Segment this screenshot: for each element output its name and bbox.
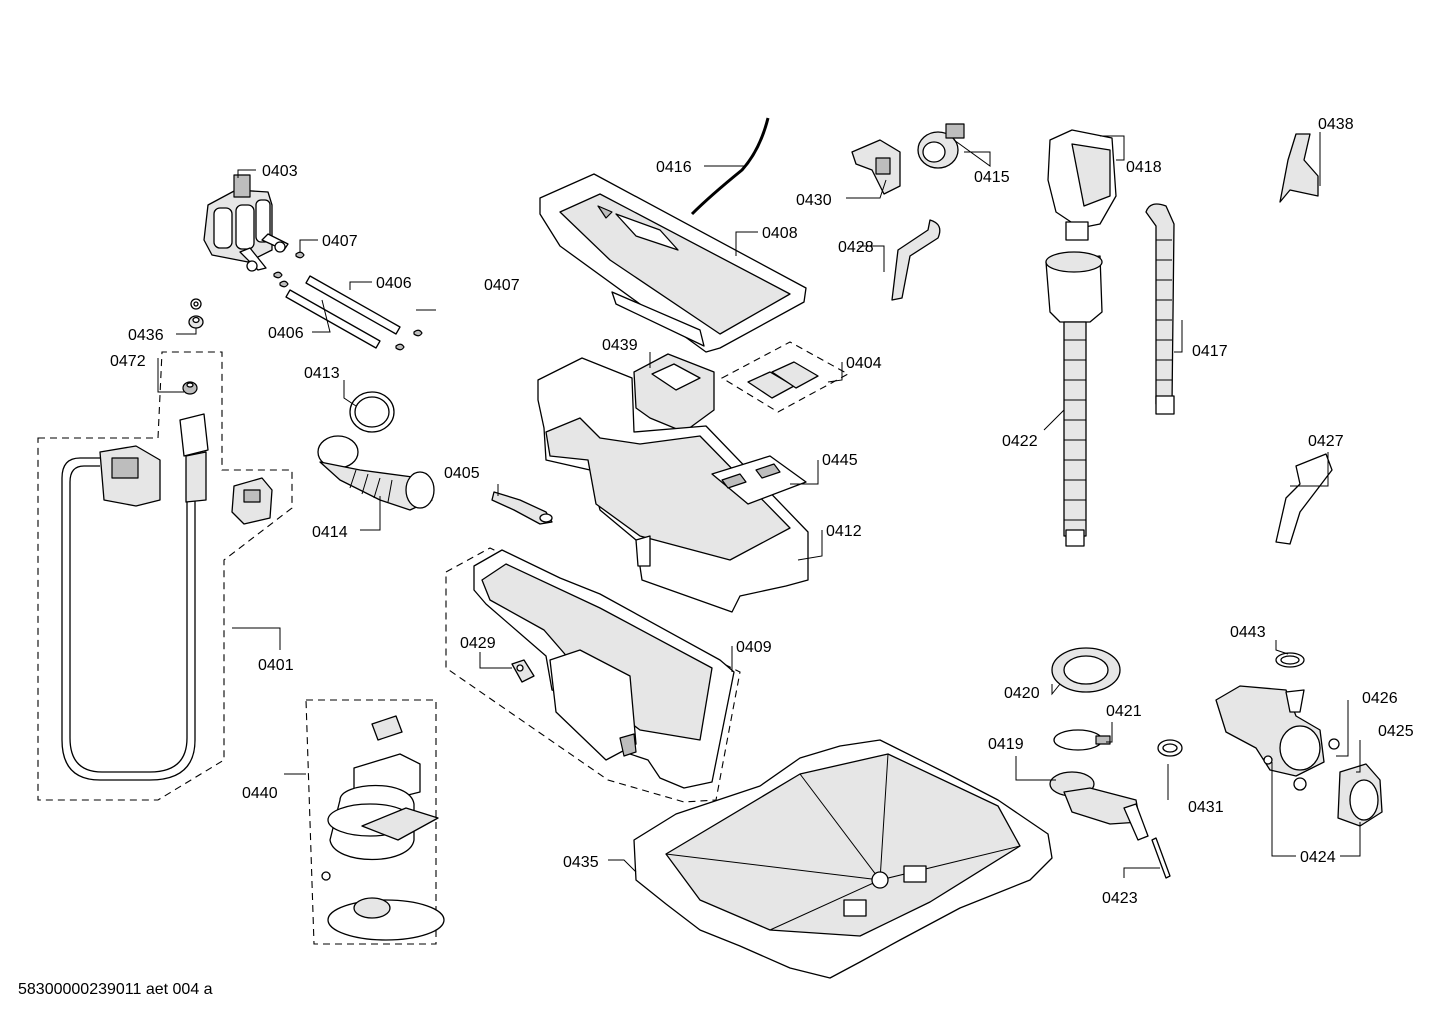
label-0424: 0424	[1300, 849, 1336, 866]
part-sleeve-0419	[1049, 771, 1149, 841]
leader-lines	[157, 132, 1361, 878]
label-0427: 0427	[1308, 433, 1344, 450]
part-level-sensor-0440	[321, 715, 445, 941]
part-filters-0404	[747, 361, 819, 399]
part-sensor-0429	[511, 659, 535, 683]
assembly-outline-0401	[37, 351, 293, 801]
label-0409: 0409	[736, 639, 772, 656]
label-0445: 0445	[822, 452, 858, 469]
part-clamp-0431	[1157, 739, 1183, 757]
part-clips-0407	[273, 251, 423, 351]
part-latch-0405	[491, 491, 553, 525]
label-0420: 0420	[1004, 685, 1040, 702]
label-0418: 0418	[1126, 159, 1162, 176]
label-0406-b: 0406	[268, 325, 304, 342]
part-screw-0423	[1151, 837, 1171, 879]
label-0422: 0422	[1002, 433, 1038, 450]
document-footer-code: 58300000239011 aet 004 a	[18, 981, 213, 998]
label-0417: 0417	[1192, 343, 1228, 360]
part-labels: 0403 0407 0406 0406 0407 0436 0472 0401 …	[110, 116, 1414, 907]
part-bracket-0430	[851, 139, 901, 195]
label-0408: 0408	[762, 225, 798, 242]
label-0407-a: 0407	[322, 233, 358, 250]
label-0416: 0416	[656, 159, 692, 176]
part-hose-0417	[1145, 203, 1175, 415]
label-0429: 0429	[460, 635, 496, 652]
part-ring-0413	[349, 391, 395, 433]
part-screw-0472	[182, 381, 198, 395]
part-nut-0436	[188, 298, 204, 329]
label-0419: 0419	[988, 736, 1024, 753]
assembly-outline-0440	[305, 699, 437, 945]
label-0405: 0405	[444, 465, 480, 482]
part-bracket-0427	[1275, 453, 1333, 545]
part-base-0435	[633, 739, 1053, 979]
part-bellows-0414	[317, 435, 435, 511]
label-0439: 0439	[602, 337, 638, 354]
part-tubes-0406	[285, 275, 401, 349]
part-clip-0438	[1279, 133, 1319, 203]
part-inlet-hose	[61, 413, 209, 781]
part-housing-0412	[537, 357, 809, 613]
assembly-outline-0404	[720, 341, 850, 413]
label-0443: 0443	[1230, 624, 1266, 641]
label-0403: 0403	[262, 163, 298, 180]
label-0414: 0414	[312, 524, 348, 541]
part-seal-0420	[1051, 647, 1121, 693]
part-cable-0416	[690, 117, 770, 216]
part-clamp-0421	[1053, 729, 1111, 751]
label-0472: 0472	[110, 353, 146, 370]
label-0438: 0438	[1318, 116, 1354, 133]
part-inlet-valve	[203, 174, 289, 272]
label-0412: 0412	[826, 523, 862, 540]
label-0404: 0404	[846, 355, 882, 372]
label-0401: 0401	[258, 657, 294, 674]
part-drain-pipe-0422	[1045, 251, 1103, 547]
label-0440: 0440	[242, 785, 278, 802]
part-drain-pump-0424	[1215, 685, 1325, 791]
part-module-0418	[1047, 129, 1117, 241]
label-0413: 0413	[304, 365, 340, 382]
part-connector-clip	[231, 477, 273, 525]
part-hose-0428	[891, 219, 941, 301]
part-clip-0443	[1275, 652, 1305, 668]
part-pump-filter-0425	[1328, 738, 1383, 827]
label-0428: 0428	[838, 239, 874, 256]
label-0407-b: 0407	[484, 277, 520, 294]
label-0430: 0430	[796, 192, 832, 209]
label-0435: 0435	[563, 854, 599, 871]
label-0426: 0426	[1362, 690, 1398, 707]
label-0415: 0415	[974, 169, 1010, 186]
label-0436: 0436	[128, 327, 164, 344]
part-pressure-switch-0415	[917, 123, 965, 169]
part-box-0439	[633, 353, 715, 433]
label-0425: 0425	[1378, 723, 1414, 740]
part-drawer-top-0408	[539, 173, 807, 353]
label-0406-a: 0406	[376, 275, 412, 292]
label-0421: 0421	[1106, 703, 1142, 720]
label-0423: 0423	[1102, 890, 1138, 907]
part-tray-0409	[473, 549, 735, 789]
label-0431: 0431	[1188, 799, 1224, 816]
